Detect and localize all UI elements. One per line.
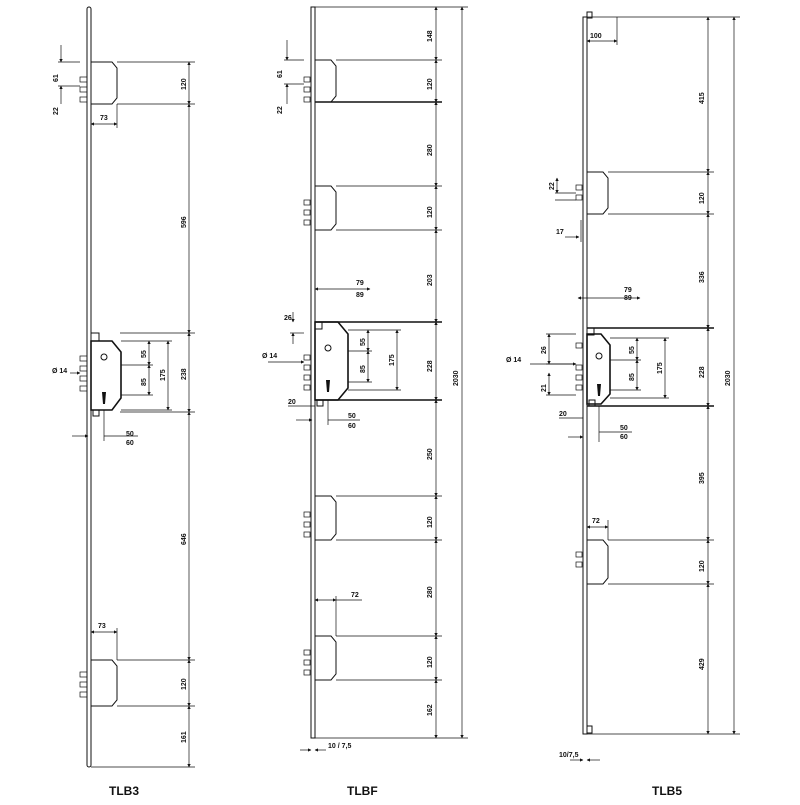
tlb3-dim-cyl: Ø 14 xyxy=(52,368,67,375)
tlb5-dim-89: 89 xyxy=(624,295,632,302)
tlbf-plate-4 xyxy=(303,635,337,681)
tlb3-top-plate xyxy=(79,61,118,105)
tlb3-dim-22: 22 xyxy=(53,107,60,115)
tlb5-dim-79: 79 xyxy=(624,287,632,294)
tlb5-dim-20: 20 xyxy=(559,411,567,418)
tlb3-dim-161: 161 xyxy=(181,731,188,743)
tlb3-dim-175: 175 xyxy=(160,369,167,381)
tlbf-dim-175: 175 xyxy=(389,354,396,366)
tlbf-dim-55: 55 xyxy=(360,338,367,346)
tlb3-bottom-plate xyxy=(79,659,118,707)
tlbf-dim-faceplate: 10 / 7,5 xyxy=(328,743,351,750)
tlb5-dim-21: 21 xyxy=(541,384,548,392)
tlb3-dim-60: 60 xyxy=(126,440,134,447)
tlb3-dim-55: 55 xyxy=(141,350,148,358)
tlb3-lock-body xyxy=(79,332,122,417)
tlb5-dim-395: 395 xyxy=(699,472,706,484)
tlbf-dim-120-c: 120 xyxy=(427,516,434,528)
tlbf-dim-280-a: 280 xyxy=(427,144,434,156)
tlb5-plate-2 xyxy=(575,539,609,585)
tlb3-dim-120-bottom: 120 xyxy=(181,678,188,690)
tlb3-dim-120-top: 120 xyxy=(181,78,188,90)
tlb5-dim-175: 175 xyxy=(657,362,664,374)
tlb5-dim-429: 429 xyxy=(699,658,706,670)
tlbf-plate-1 xyxy=(303,59,337,103)
tlb3-dim-73-top: 73 xyxy=(100,115,108,122)
tlbf-dim-50: 50 xyxy=(348,413,356,420)
tlb5-dimension-column xyxy=(587,16,740,735)
tlbf-dim-85: 85 xyxy=(360,365,367,373)
tlb5-dim-228: 228 xyxy=(699,366,706,378)
tlbf-lock-body xyxy=(303,321,349,407)
tlbf-dim-162: 162 xyxy=(427,704,434,716)
tlb3-dim-61: 61 xyxy=(53,74,60,82)
tlbf-dim-2030: 2030 xyxy=(453,370,460,386)
tlb5-plate-1 xyxy=(575,171,609,215)
tlbf-plate-3 xyxy=(303,495,337,541)
tlbf-dim-20: 20 xyxy=(288,399,296,406)
tlbf-dim-cyl: Ø 14 xyxy=(262,353,277,360)
tlb5-dim-415: 415 xyxy=(699,92,706,104)
tlb5-dim-26: 26 xyxy=(541,346,548,354)
tlb3-title: TLB3 xyxy=(109,784,139,798)
tlbf-dim-61: 61 xyxy=(277,70,284,78)
tlb5-dim-120-b: 120 xyxy=(699,560,706,572)
tlb5-dim-17: 17 xyxy=(556,229,564,236)
tlbf-dim-228: 228 xyxy=(427,360,434,372)
tlb3-dim-73-bottom: 73 xyxy=(98,623,106,630)
tlbf-dim-26: 26 xyxy=(284,315,292,322)
tlbf-dimension-column xyxy=(315,6,468,739)
tlb5-dim-336: 336 xyxy=(699,271,706,283)
tlbf-dim-120-d: 120 xyxy=(427,656,434,668)
tlb3-dim-85: 85 xyxy=(141,378,148,386)
tlbf-plate-2 xyxy=(303,185,337,231)
tlb5-lock-body xyxy=(575,327,611,407)
tlbf-dim-79: 79 xyxy=(356,280,364,287)
tlbf-dim-89: 89 xyxy=(356,292,364,299)
tlbf-dim-250: 250 xyxy=(427,448,434,460)
tlb5-title: TLB5 xyxy=(652,784,682,798)
tlb5-dim-100: 100 xyxy=(590,33,602,40)
diagram-tlb3: 61 22 73 120 596 238 646 120 161 xyxy=(52,6,195,798)
diagram-tlbf: 61 22 14 xyxy=(262,6,468,798)
diagram-tlb5: 100 22 17 xyxy=(506,11,740,798)
tlb5-dim-120-a: 120 xyxy=(699,192,706,204)
tlb3-dim-50: 50 xyxy=(126,431,134,438)
tlbf-dim-120-a: 120 xyxy=(427,78,434,90)
tlbf-dim-22: 22 xyxy=(277,106,284,114)
tlb5-dim-55: 55 xyxy=(629,346,636,354)
tlbf-dim-203: 203 xyxy=(427,274,434,286)
tlb3-dim-596: 596 xyxy=(181,216,188,228)
tlb3-dim-646: 646 xyxy=(181,533,188,545)
tlb5-dim-faceplate: 10/7,5 xyxy=(559,752,579,759)
tlb5-dim-60: 60 xyxy=(620,434,628,441)
tlb5-dim-72: 72 xyxy=(592,518,600,525)
tlb5-dim-2030: 2030 xyxy=(725,370,732,386)
tlb5-dim-cyl: Ø 14 xyxy=(506,357,521,364)
tlbf-dim-60: 60 xyxy=(348,423,356,430)
tlbf-dim-120-b: 120 xyxy=(427,206,434,218)
tlb3-dim-238: 238 xyxy=(181,368,188,380)
tlb5-dim-85: 85 xyxy=(629,373,636,381)
tlb5-dim-22: 22 xyxy=(549,182,556,190)
tlbf-dim-72: 72 xyxy=(351,592,359,599)
tlbf-dim-148: 148 xyxy=(427,30,434,42)
tlbf-dim-280-b: 280 xyxy=(427,586,434,598)
tlb5-dim-50: 50 xyxy=(620,425,628,432)
tlbf-title: TLBF xyxy=(347,784,378,798)
